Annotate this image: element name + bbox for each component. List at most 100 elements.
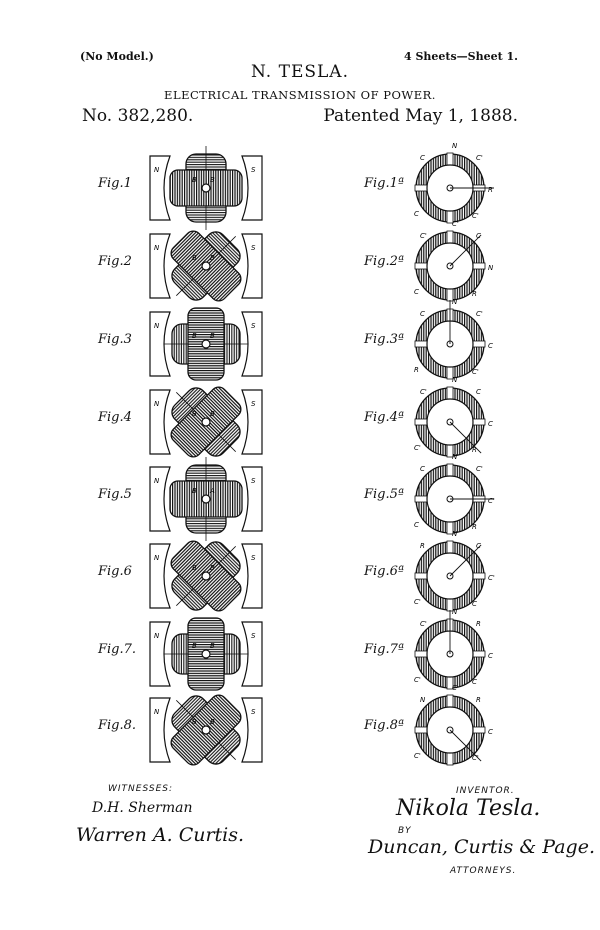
right-fig-label: Fig.6ª [364,564,405,579]
ring-mark: N [452,376,458,384]
ring-mark: C' [488,574,495,582]
armature-mark: B [210,254,215,262]
pole-letter-s: S [251,244,256,252]
pole-piece-n [149,543,171,609]
ring-gap [414,340,428,348]
pole-letter-s: S [251,477,256,485]
armature-mark: B [192,642,197,650]
ring-mark: C' [420,388,427,396]
ring-mark: C' [472,212,479,220]
pole-piece-n [149,466,171,532]
ring-gap [446,752,454,766]
ring-mark: C' [414,444,421,452]
pole-letter-n: N [154,708,160,716]
armature-mark: B [210,410,215,418]
pole-letter-s: S [251,632,256,640]
ring-mark: N [452,530,458,538]
right-fig-drawing: C'CCC'RN [414,376,493,458]
patent-title: ELECTRICAL TRANSMISSION OF POWER. [164,88,436,102]
shaft [201,725,211,735]
right-fig-label: Fig.5ª [364,487,405,502]
armature-mark: B [192,254,197,262]
ring-mark: C' [420,620,427,628]
ring-mark: C [472,678,477,686]
pole-letter-n: N [154,166,160,174]
ring-gap [472,650,486,658]
right-fig-label: Fig.7ª [364,642,405,657]
ring-mark: C [420,154,425,162]
ring-gap [414,495,428,503]
patent-date: Patented May 1, 1888. [323,106,518,126]
ring-gap [414,572,428,580]
shaft [201,417,211,427]
ring-mark: N [452,453,458,461]
ring-mark: C [488,728,493,736]
left-fig-label: Fig.2 [98,254,132,269]
pole-piece-s [241,311,263,377]
inventor-signature: Nikola Tesla. [396,796,541,821]
left-fig-label: Fig.4 [98,410,132,425]
pole-piece-s [241,466,263,532]
armature-mark: B [192,410,197,418]
ring-mark: R [476,620,481,628]
ring-gap [472,418,486,426]
ring-gap [472,262,486,270]
sheets-note: 4 Sheets—Sheet 1. [403,50,518,63]
pole-piece-n [149,155,171,221]
ring-mark: R [472,523,477,531]
attorneys-signature: Duncan, Curtis & Page. [368,836,596,858]
armature-mark: B [210,718,215,726]
shaft [201,183,211,193]
ring-mark: R [488,186,493,194]
pole-piece-n [149,389,171,455]
pole-piece-n [149,311,171,377]
ring-mark: C [476,388,481,396]
ring-mark: C' [472,754,479,762]
ring-mark: C' [414,752,421,760]
left-fig-label: Fig.7. [98,642,137,657]
pole-piece-n [149,697,171,763]
pole-letter-n: N [154,477,160,485]
ring-mark: R [476,696,481,704]
ring-gap [414,262,428,270]
ring-mark: C' [472,368,479,376]
pole-piece-s [241,389,263,455]
pole-letter-s: S [251,400,256,408]
ring-mark: R [472,446,477,454]
ring-mark: N [452,142,458,150]
ring-mark: C [472,600,477,608]
pole-letter-n: N [154,554,160,562]
ring-gap [472,726,486,734]
ring-mark: C' [420,232,427,240]
armature-mark: B [192,487,197,495]
armature-mark: B [210,176,215,184]
pole-piece-s [241,621,263,687]
right-fig-label: Fig.1ª [364,176,405,191]
shaft [201,339,211,349]
witness-signature-2: Warren A. Curtis. [76,824,245,846]
right-fig-label: Fig.3ª [364,332,405,347]
ring-gap [446,694,454,708]
attorneys-label: ATTORNEYS. [450,866,517,876]
ring-mark: C [452,684,457,692]
inventor-label: INVENTOR. [456,786,515,796]
right-fig-label: Fig.2ª [364,254,405,269]
armature-mark: B [192,176,197,184]
ring-mark: C [488,652,493,660]
ring-mark: C [476,542,481,550]
field-axis [449,729,482,762]
axis-line [449,544,482,577]
left-fig-label: Fig.6 [98,564,132,579]
ring-mark: C' [452,220,459,228]
shaft [201,649,211,659]
